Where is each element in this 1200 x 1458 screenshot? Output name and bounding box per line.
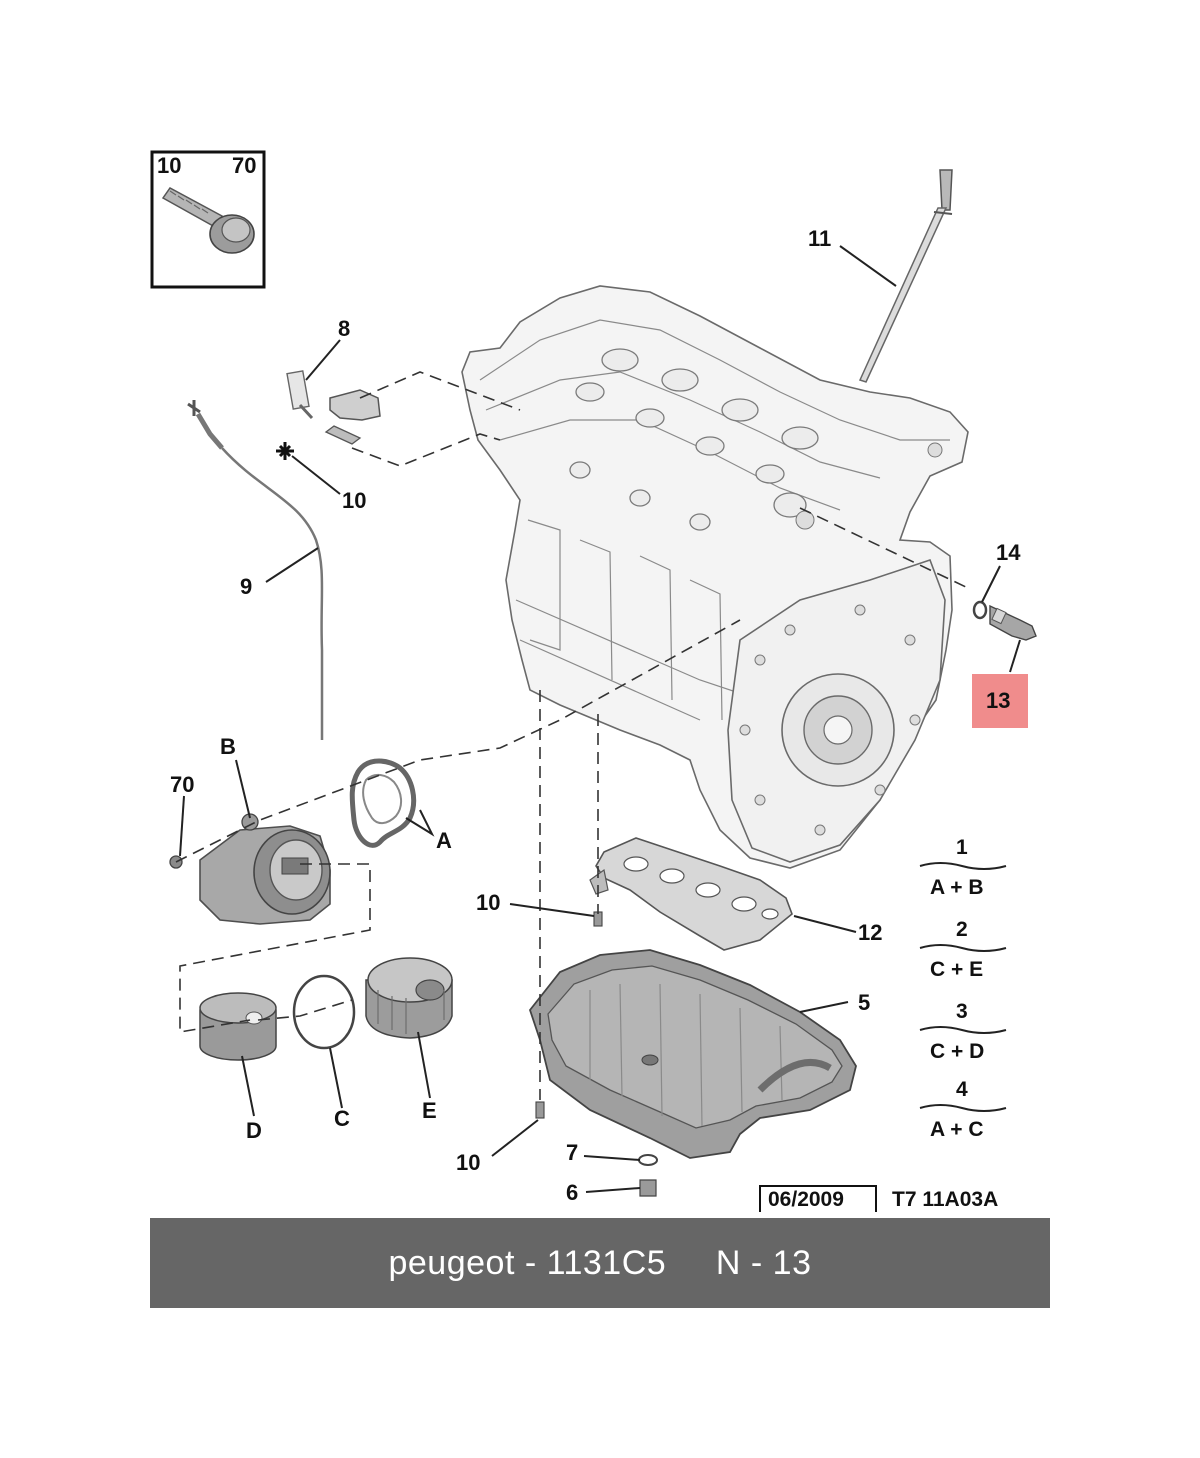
kit-combo: A + C <box>930 1118 983 1141</box>
bolt-icon <box>161 187 255 254</box>
bolt-inset-label-left: 10 <box>157 153 181 178</box>
seal-part-14 <box>972 600 988 620</box>
callout-14: 14 <box>996 540 1021 565</box>
bolt-part-10-sump <box>535 1101 545 1119</box>
leader-lines <box>179 245 1021 1193</box>
callout-a: A <box>436 828 452 853</box>
callout-d: D <box>246 1118 262 1143</box>
kit-legend: 1 A + B 2 C + E 3 C + D 4 A + C <box>919 836 1007 1141</box>
kit-combo: A + B <box>930 876 983 899</box>
bolt-inset-box: 10 70 <box>150 150 266 289</box>
footer-bar: peugeot - 1131C5 N - 13 <box>150 1218 1050 1308</box>
kit-combo: C + E <box>930 958 983 981</box>
star-marker-icon <box>276 442 294 460</box>
callout-10-sump: 10 <box>456 1150 480 1175</box>
callout-7: 7 <box>566 1140 578 1165</box>
engine-block <box>461 285 969 869</box>
callout-6: 6 <box>566 1180 578 1205</box>
kit-number: 1 <box>956 836 968 859</box>
callout-5: 5 <box>858 990 870 1015</box>
kit-number: 2 <box>956 918 968 941</box>
oil-pressure-sensor-part-13 <box>989 604 1037 641</box>
baffle-gasket-part-12 <box>589 837 793 951</box>
bolt-part-10-baffle <box>593 911 603 927</box>
drawing-reference: T7 11A03A <box>892 1188 998 1211</box>
callout-c: C <box>334 1106 350 1131</box>
bolt-inset-label-right: 70 <box>232 153 256 178</box>
kit-number: 4 <box>956 1078 968 1101</box>
callout-e: E <box>422 1098 437 1123</box>
date-stamp: 06/2009 <box>768 1188 844 1211</box>
callout-b: B <box>220 734 236 759</box>
assembly-dash-lines <box>175 371 969 1100</box>
filter-cap-part-e <box>365 957 453 1039</box>
dipstick-part-9 <box>187 400 324 740</box>
drain-plug-part-6 <box>639 1179 657 1197</box>
oil-sump-part-5 <box>528 949 857 1159</box>
callout-labels: 11 8 10 9 14 13 B 70 A 10 12 5 D C E 10 … <box>170 226 1028 1205</box>
kit-legend-entry: 1 A + B <box>919 836 1007 899</box>
dipstick-tube-part-11 <box>858 169 953 383</box>
callout-70: 70 <box>170 772 194 797</box>
washer-part-7 <box>638 1154 658 1166</box>
filter-element-part-d <box>199 992 277 1061</box>
kit-combo: C + D <box>930 1040 984 1063</box>
callout-11: 11 <box>808 226 831 251</box>
date-stamp-box: 06/2009 <box>759 1185 877 1212</box>
callout-10-baffle: 10 <box>476 890 500 915</box>
kit-legend-entry: 3 C + D <box>919 1000 1007 1063</box>
kit-number: 3 <box>956 1000 968 1023</box>
filter-housing-part-b <box>199 813 331 925</box>
callout-13: 13 <box>986 688 1010 713</box>
callout-12: 12 <box>858 920 882 945</box>
kit-legend-entry: 4 A + C <box>919 1078 1007 1141</box>
callout-8: 8 <box>338 316 350 341</box>
callout-13-highlight <box>972 674 1028 728</box>
callout-10-sensor: 10 <box>342 488 366 513</box>
callout-9: 9 <box>240 574 252 599</box>
kit-legend-entry: 2 C + E <box>919 918 1007 981</box>
footer-caption: peugeot - 1131C5 N - 13 <box>388 1243 812 1282</box>
sensor-part-8 <box>286 370 381 445</box>
seal-ring-part-c <box>292 974 356 1050</box>
gasket-part-a <box>349 758 417 848</box>
